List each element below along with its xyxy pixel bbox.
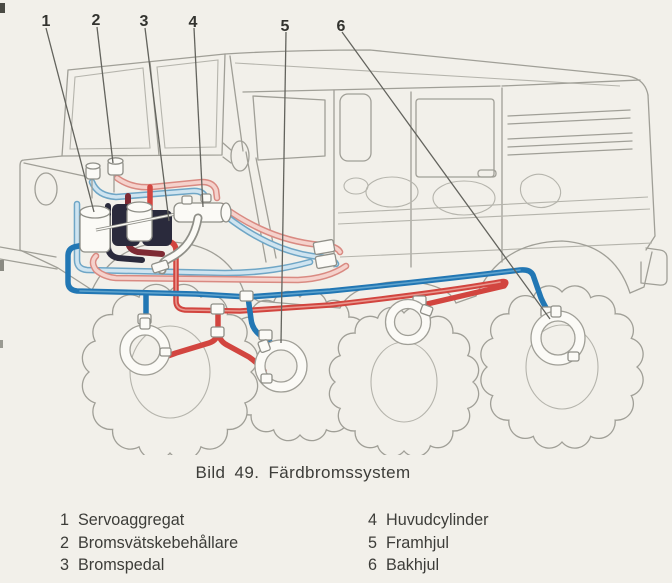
brake-drum-rear-left — [384, 298, 434, 346]
callout-numbers: 1 2 3 4 5 6 — [42, 12, 346, 35]
callout-5: 5 — [281, 18, 290, 35]
servo-unit — [79, 201, 153, 253]
louver-slats — [507, 109, 633, 156]
callout-1: 1 — [42, 13, 51, 30]
master-cylinder — [95, 193, 232, 232]
callout-6: 6 — [337, 18, 346, 35]
leader-4 — [193, 27, 204, 208]
legend-label: Framhjul — [386, 533, 449, 552]
callout-4: 4 — [189, 14, 198, 31]
legend-label: Servoaggregat — [78, 511, 185, 529]
callout-3: 3 — [140, 13, 149, 30]
leader-lines — [45, 26, 551, 344]
legend-item: 5 Framhjul — [363, 532, 489, 555]
brake-drum-front-right — [254, 339, 308, 393]
legend-number: 5 — [367, 533, 377, 552]
leader-2 — [96, 26, 114, 164]
brake-fluid-reservoir — [85, 157, 124, 199]
legend-label: Bromspedal — [78, 556, 165, 574]
side-mirror — [222, 140, 250, 172]
brake-components — [79, 157, 232, 275]
legend-number: 6 — [367, 556, 377, 574]
legend-item: 1 Servoaggregat — [55, 509, 238, 532]
tire-rear-right — [479, 284, 645, 450]
vehicle-line-art — [0, 49, 668, 286]
leader-6 — [341, 31, 551, 320]
legend-item: 3 Bromspedal — [55, 554, 238, 577]
legend-number: 3 — [59, 556, 69, 574]
legend-label: Huvudcylinder — [386, 511, 489, 529]
scan-marks — [0, 3, 5, 348]
legend-label: Bakhjul — [386, 556, 440, 574]
brake-system-diagram: 1 2 3 4 5 6 — [0, 3, 668, 455]
brake-drum-rear-right — [530, 305, 586, 366]
legend-number: 1 — [59, 511, 69, 529]
engine-bay-shapes — [343, 173, 562, 216]
leader-1 — [45, 27, 95, 213]
legend-item: 6 Bakhjul — [363, 554, 489, 577]
legend-item: 2 Bromsvätskebehållare — [55, 532, 238, 555]
brake-drum-front-left — [119, 317, 172, 376]
legend-item: 4 Huvudcylinder — [363, 509, 489, 532]
brake-drums — [119, 298, 586, 393]
brake-pedal — [151, 213, 203, 275]
legend-number: 4 — [367, 511, 377, 529]
legend-column-left: 1 Servoaggregat 2 Bromsvätskebehållare 3 Br… — [55, 509, 238, 577]
leader-5 — [280, 31, 287, 344]
legend-number: 2 — [59, 533, 69, 552]
headlight — [34, 172, 58, 206]
figure-caption: Bild 49. Färdbromssystem — [195, 463, 411, 482]
leader-3 — [144, 27, 170, 222]
legend-label: Bromsvätskebehållare — [78, 533, 239, 552]
legend-column-right: 4 Huvudcylinder 5 Framhjul 6 Bakhjul — [363, 509, 489, 577]
callout-2: 2 — [92, 12, 101, 29]
